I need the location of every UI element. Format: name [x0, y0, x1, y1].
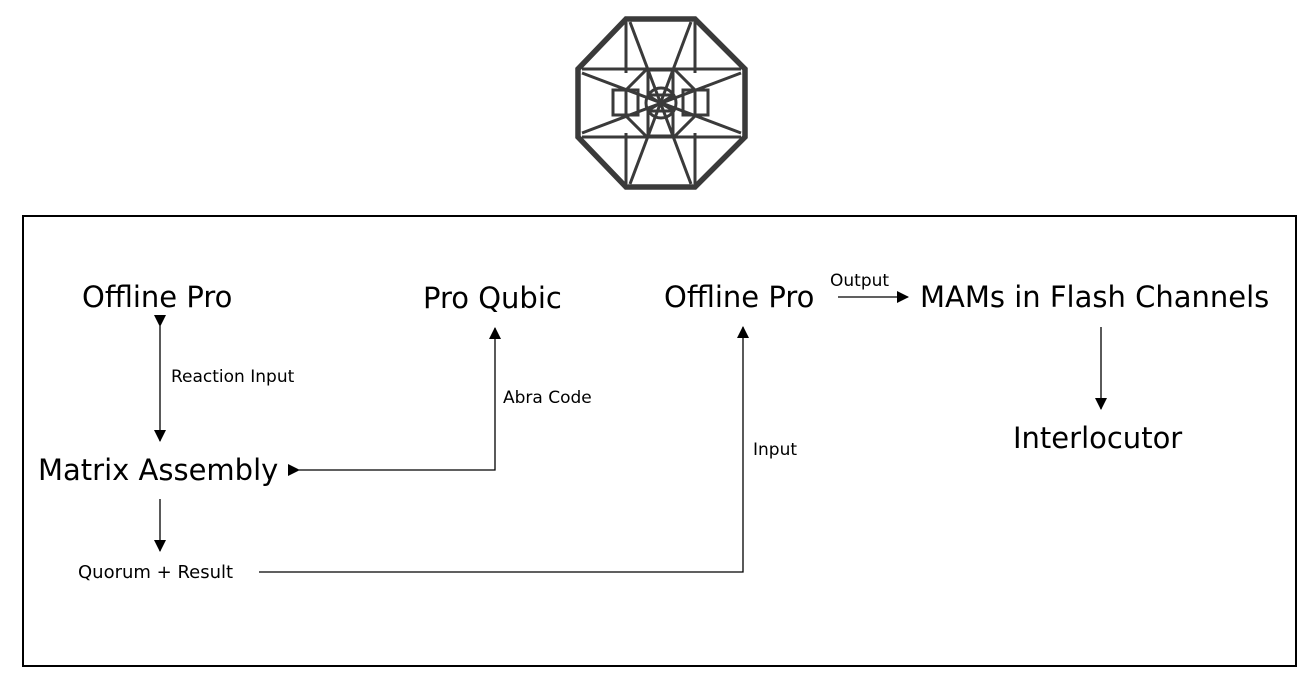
- label-reaction-input: Reaction Input: [171, 367, 295, 387]
- label-abra-code: Abra Code: [503, 388, 592, 408]
- node-pro-qubic: Pro Qubic: [423, 281, 562, 315]
- node-quorum-result: Quorum + Result: [78, 562, 234, 583]
- label-output: Output: [830, 271, 890, 291]
- node-interlocutor: Interlocutor: [1013, 421, 1183, 455]
- node-offline-pro-right: Offline Pro: [664, 280, 815, 314]
- node-matrix-assembly: Matrix Assembly: [38, 453, 279, 487]
- label-input: Input: [753, 440, 798, 460]
- logo-octagon-tesseract-icon: [575, 16, 748, 190]
- node-mams-flash-channels: MAMs in Flash Channels: [920, 280, 1270, 314]
- logo-outer-octagon: [575, 16, 748, 190]
- diagram-frame: [22, 215, 1297, 667]
- node-offline-pro-left: Offline Pro: [82, 280, 233, 314]
